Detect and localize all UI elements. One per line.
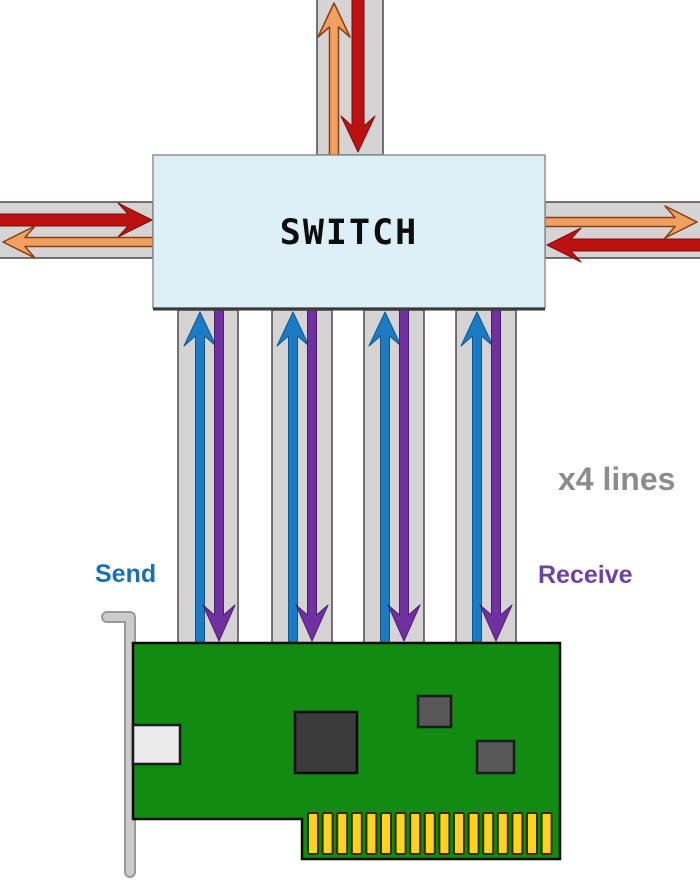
lane-band-3 [363, 309, 425, 644]
edge-connector-pin [438, 812, 451, 855]
nic-small-chip-2 [475, 739, 516, 775]
nic-bracket [103, 613, 134, 876]
edge-connector-pin [394, 812, 407, 855]
edge-connector-pin [467, 812, 480, 855]
edge-connector-pin [496, 812, 509, 855]
edge-connector-pin [409, 812, 422, 855]
edge-connector-pin [321, 812, 334, 855]
send-label: Send [95, 560, 156, 588]
edge-connector-pin [540, 812, 553, 855]
nic-port [131, 723, 182, 766]
receive-label: Receive [538, 561, 633, 589]
switch-box [152, 154, 546, 309]
edge-connector-pin [307, 812, 319, 855]
nic-small-chip-1 [416, 694, 453, 729]
lane-band-2 [271, 309, 333, 644]
nic-main-chip [293, 710, 359, 775]
edge-connector-pin [526, 812, 538, 855]
top-trunk-down-arrow [340, 0, 376, 153]
edge-connector-pin [511, 812, 524, 855]
lane-band-4 [455, 309, 517, 644]
edge-connector-pin [350, 812, 363, 855]
lane-band-1 [177, 309, 239, 644]
left-trunk-in-arrow [0, 202, 153, 238]
x4-lines-label: x4 lines [558, 461, 675, 497]
edge-connector-pin [380, 812, 392, 855]
edge-connector-pins [307, 812, 553, 855]
edge-connector-pin [365, 812, 378, 855]
edge-connector-pin [336, 812, 349, 855]
edge-connector-pin [453, 812, 465, 855]
switch-label: SWITCH [280, 213, 418, 253]
edge-connector-pin [423, 812, 436, 855]
right-trunk-in-arrow [546, 227, 700, 263]
edge-connector-pin [482, 812, 495, 855]
